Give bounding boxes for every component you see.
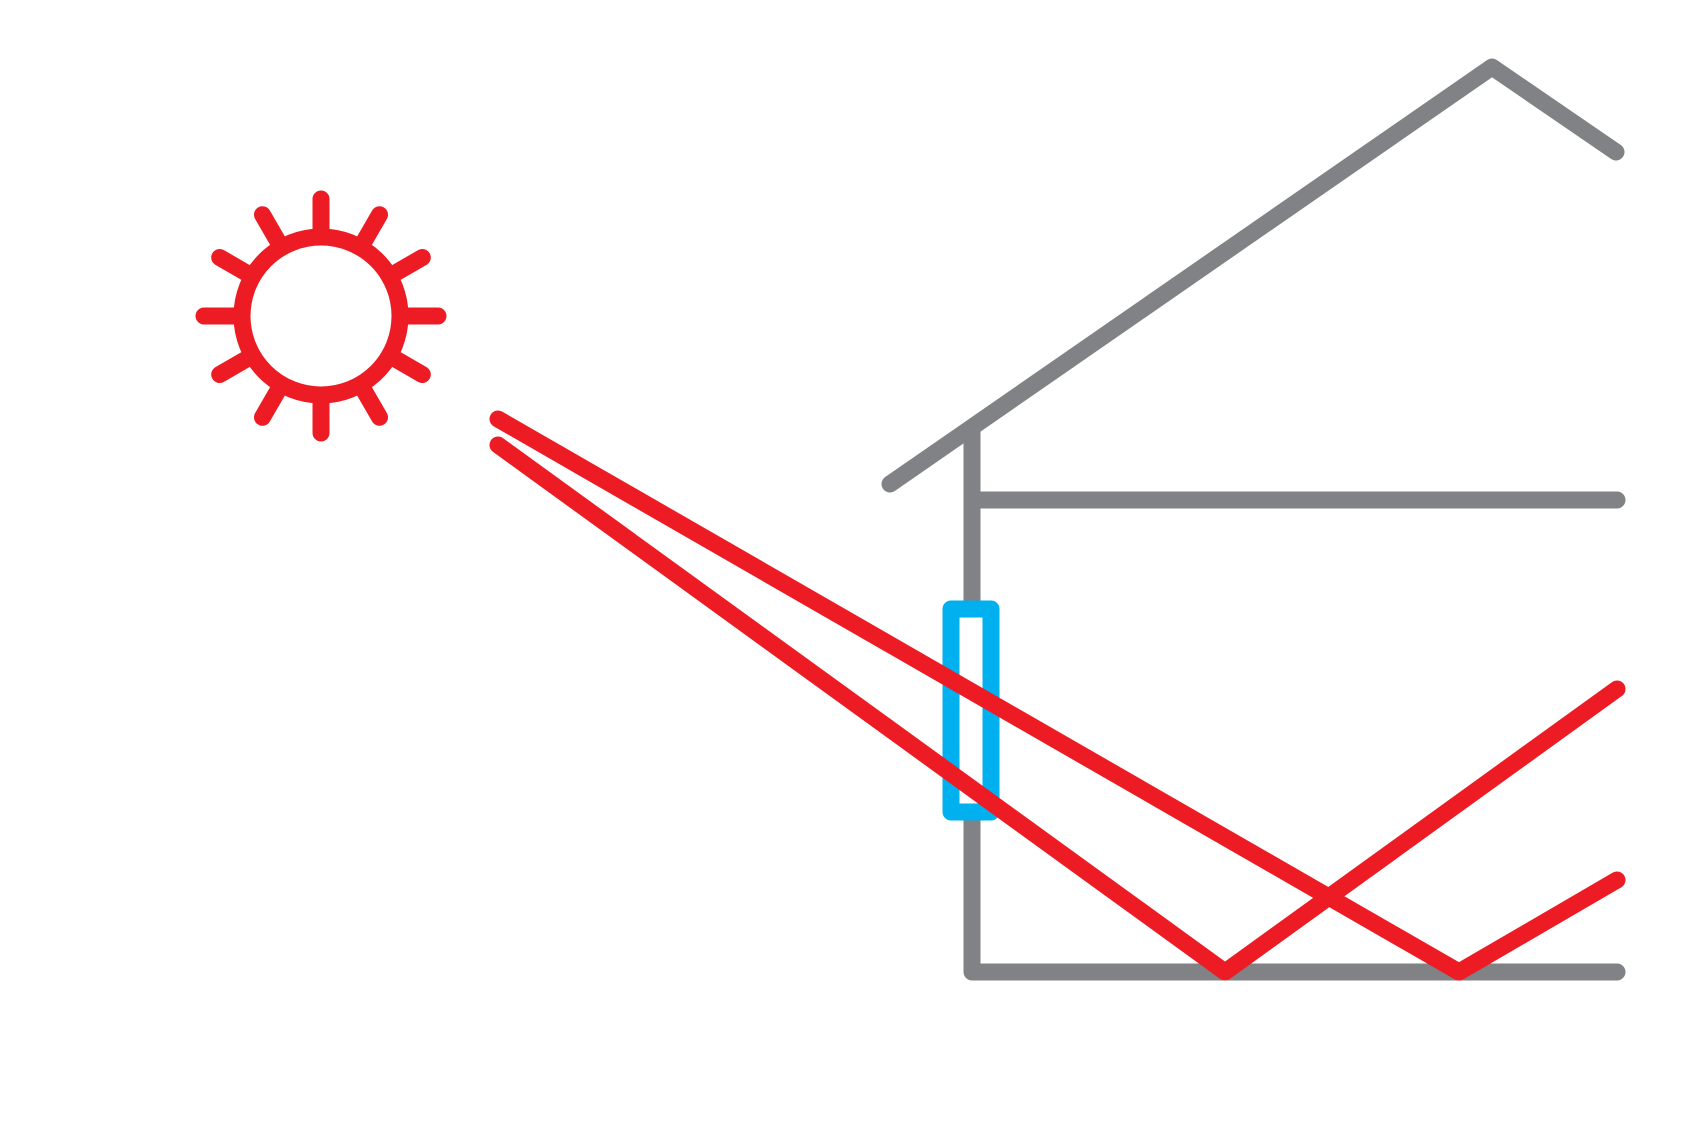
sun-ray (352, 376, 388, 426)
light-ray-upper (489, 410, 1626, 981)
sun-ray (211, 249, 261, 285)
house-outline (881, 58, 1626, 981)
sun-ray (381, 249, 431, 285)
sun-ray (254, 376, 290, 426)
roof-line (881, 58, 1625, 493)
light-rays (489, 410, 1626, 981)
sun-icon (195, 190, 447, 442)
sun-ray (211, 347, 261, 383)
light-ray-lower (489, 436, 1626, 981)
wall-and-floor-line (963, 419, 1626, 981)
sun-ray (352, 206, 388, 256)
sun-disc (233, 228, 409, 404)
sun-ray (381, 347, 431, 383)
sun-ray (254, 206, 290, 256)
